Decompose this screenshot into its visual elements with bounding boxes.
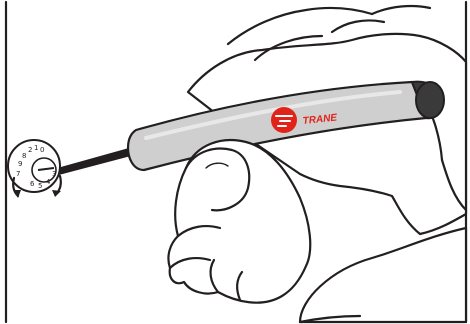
dial-digit-7: 7 [16,170,20,178]
tool-cap-end [416,82,444,118]
dial-digit-0: 0 [40,146,44,154]
rotation-arrow-left-head [13,190,21,198]
dial-digit-4: 4 [46,178,51,186]
rotation-arrow-right-head [52,190,61,197]
tool-shaft [52,146,140,176]
dial-digit-9: 9 [18,160,22,168]
dial-digit-3: 3 [52,170,56,178]
dial-digit-5: 5 [38,182,42,190]
dial-digit-6: 6 [30,180,35,188]
dial-digit-1: 1 [34,144,38,152]
rotary-switch: 9 8 7 6 5 4 3 2 1 0 [8,140,61,198]
dial-digit-2: 2 [28,146,32,154]
dial-digit-8: 8 [22,152,26,160]
